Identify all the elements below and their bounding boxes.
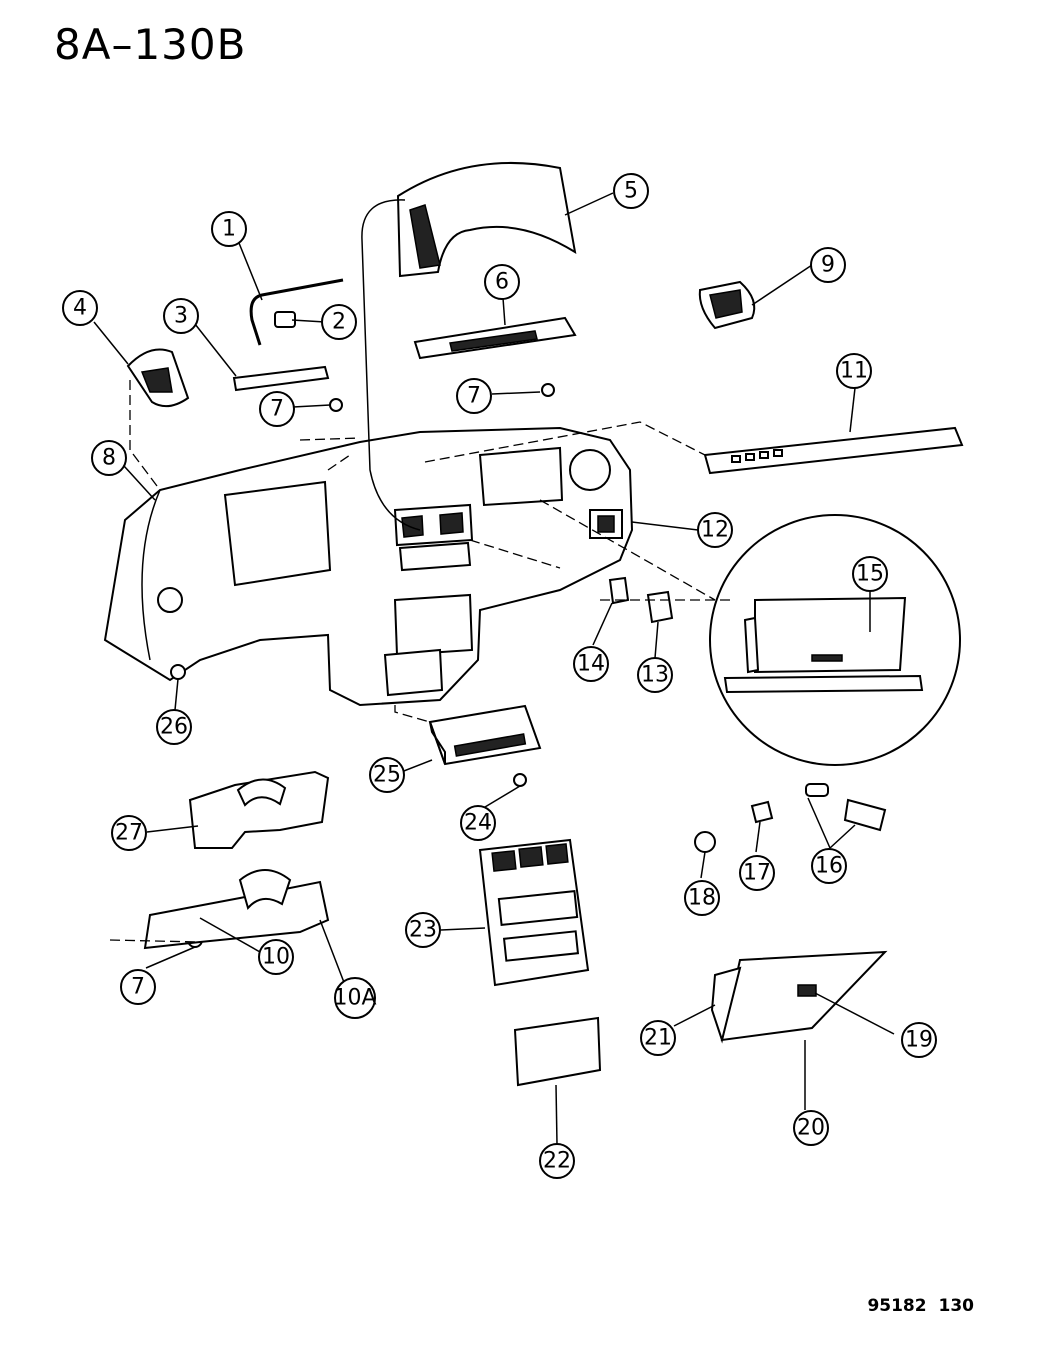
part-7-screw-upper-left [329,398,343,412]
figure-code: 95182 130 [867,1296,974,1316]
svg-text:4: 4 [73,296,87,321]
callout-25: 25 [369,757,405,793]
callout-21: 21 [640,1020,676,1056]
part-23-center-bezel [478,838,590,987]
callout-26: 26 [156,709,192,745]
svg-text:15: 15 [856,562,884,587]
part-10a-lower-cover [143,869,330,950]
svg-text:21: 21 [644,1026,672,1051]
svg-text:7: 7 [131,975,145,1000]
svg-text:18: 18 [688,886,716,911]
part-1-hose [249,278,344,346]
callout-3: 3 [163,298,199,334]
svg-text:27: 27 [115,821,143,846]
callout-7c: 7 [120,969,156,1005]
part-6-defroster-grille [413,316,577,360]
part-11-upper-trim [703,426,964,475]
svg-text:7: 7 [467,384,481,409]
svg-text:10A: 10A [333,986,376,1011]
part-13-module [646,590,674,624]
callout-27: 27 [111,815,147,851]
part-7-screw-upper-center [541,383,555,397]
part-14-switch [608,576,630,605]
part-25-radio [428,704,542,766]
part-16-socket [805,783,887,832]
callout-7a: 7 [259,391,295,427]
svg-text:23: 23 [409,918,437,943]
callout-12: 12 [697,512,733,548]
callout-8: 8 [91,440,127,476]
svg-text:11: 11 [840,359,868,384]
svg-text:24: 24 [464,811,492,836]
svg-text:2: 2 [332,310,346,335]
svg-text:7: 7 [270,397,284,422]
callout-10: 10 [258,939,294,975]
part-2-clip [274,311,296,328]
callout-2: 2 [321,304,357,340]
svg-text:14: 14 [577,652,605,677]
svg-text:20: 20 [797,1116,825,1141]
svg-text:8: 8 [102,446,116,471]
callout-9: 9 [810,247,846,283]
svg-text:6: 6 [495,270,509,295]
callout-6: 6 [484,264,520,300]
part-26-screw [170,664,186,680]
callout-22: 22 [539,1143,575,1179]
svg-text:12: 12 [701,518,729,543]
svg-text:3: 3 [174,304,188,329]
callout-7b: 7 [456,378,492,414]
svg-text:17: 17 [743,861,771,886]
callout-18: 18 [684,880,720,916]
callout-4: 4 [62,290,98,326]
part-22-panel [513,1016,602,1087]
callout-11: 11 [836,353,872,389]
callout-16: 16 [811,848,847,884]
part-5-cluster-hood [396,161,577,278]
leader-lines [93,192,895,1145]
part-24-screw [513,773,527,787]
svg-text:26: 26 [160,715,188,740]
part-18-grommet [694,831,716,853]
callout-20: 20 [793,1110,829,1146]
part-9-corner-vent [698,280,756,330]
part-3-strip [232,365,330,392]
instrument-panel [103,426,634,707]
svg-text:19: 19 [905,1028,933,1053]
svg-text:10: 10 [262,945,290,970]
part-20-glove-box-door [710,950,888,1044]
part-4-side-vent [126,348,190,408]
part-27-column-cover [188,770,330,849]
callout-17: 17 [739,855,775,891]
callout-14: 14 [573,646,609,682]
svg-text:16: 16 [815,854,843,879]
callout-1: 1 [211,211,247,247]
svg-text:13: 13 [641,663,669,688]
svg-text:22: 22 [543,1149,571,1174]
svg-text:5: 5 [624,179,638,204]
svg-text:1: 1 [222,217,236,242]
svg-text:25: 25 [373,763,401,788]
callout-15: 15 [852,556,888,592]
callout-24: 24 [460,805,496,841]
callout-23: 23 [405,912,441,948]
callout-5: 5 [613,173,649,209]
callout-10a: 10A [333,977,377,1019]
part-17-bulb [750,800,774,824]
callout-13: 13 [637,657,673,693]
svg-text:9: 9 [821,253,835,278]
inset-airbag-detail [709,514,961,766]
callout-19: 19 [901,1022,937,1058]
page-title: 8A–130B [54,20,247,69]
